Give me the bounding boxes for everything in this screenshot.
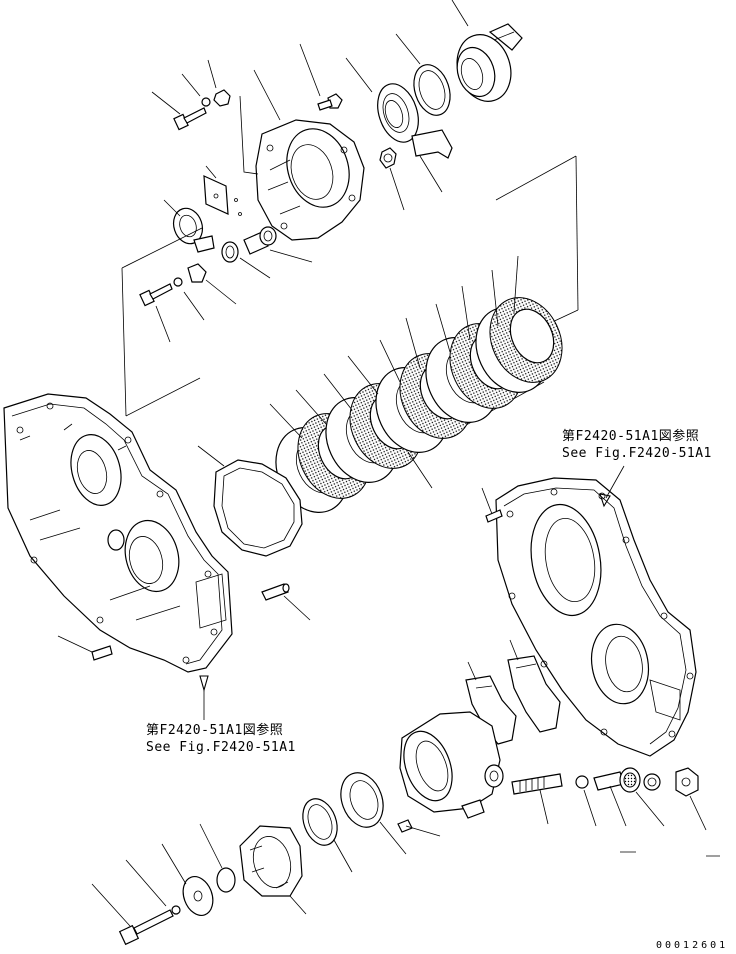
bolt-center: [317, 93, 343, 111]
washer-top: [201, 97, 211, 107]
dowel-pin-center: [261, 583, 311, 621]
snap-ring-top: [413, 64, 451, 116]
sleeve-pair: [243, 226, 277, 255]
bolt-top-left: [173, 107, 207, 131]
bolt-cover-right: [481, 487, 503, 523]
reference-note-left: 第F2420-51A1図参照 See Fig.F2420-51A1: [146, 722, 296, 756]
bracket-plate: [411, 129, 453, 159]
drawing-number: 00012601: [656, 940, 729, 951]
reference-note-right-en: See Fig.F2420-51A1: [562, 446, 712, 461]
retainer-plate-a: [465, 661, 517, 745]
plate-bottom: [161, 843, 214, 916]
snap-ring-bottom: [302, 798, 353, 873]
dowel-pin-left: [57, 635, 113, 661]
bearing-small-right: [619, 767, 665, 827]
reference-note-left-jp: 第F2420-51A1図参照: [146, 723, 284, 738]
dash-marks: [620, 851, 720, 857]
pin-small-bottom: [397, 819, 441, 837]
coupling-flange: [239, 825, 307, 915]
bearing-housing-top: [456, 23, 523, 102]
nut-left: [187, 263, 207, 283]
arrow-marker-right: [599, 465, 625, 508]
washer-bottom: [199, 823, 236, 893]
lock-plate: [203, 175, 242, 216]
transmission-case-left: [3, 393, 233, 673]
bearing-top: [377, 83, 419, 143]
nut-top-left: [213, 89, 231, 107]
sleeve-housing: [399, 711, 504, 819]
shaft-long: [511, 773, 563, 825]
bearing-bottom: [340, 772, 407, 855]
bolt-left: [139, 283, 173, 307]
reference-note-right-jp: 第F2420-51A1図参照: [562, 429, 700, 444]
clutch-disc-stack: [275, 297, 563, 513]
reference-note-right: 第F2420-51A1図参照 See Fig.F2420-51A1: [562, 428, 712, 462]
arrow-marker-left: [199, 675, 209, 720]
transmission-cover-right: [495, 477, 697, 757]
oil-seal: [172, 207, 215, 253]
ring-right: [643, 773, 661, 791]
leader-lines-stack: [269, 255, 519, 489]
retainer-plate-b: [507, 639, 561, 733]
cap-nut-right: [675, 767, 707, 831]
sleeve-small: [221, 241, 239, 263]
gasket: [197, 445, 303, 557]
nut-top: [379, 147, 397, 169]
reference-note-left-en: See Fig.F2420-51A1: [146, 740, 296, 755]
o-ring-small: [575, 775, 589, 789]
washer-left: [173, 277, 183, 287]
bolt-bottom: [91, 859, 174, 946]
leader-o-ring: [583, 789, 597, 827]
carrier-housing: [255, 119, 365, 241]
washer-small-bottom: [171, 905, 181, 915]
